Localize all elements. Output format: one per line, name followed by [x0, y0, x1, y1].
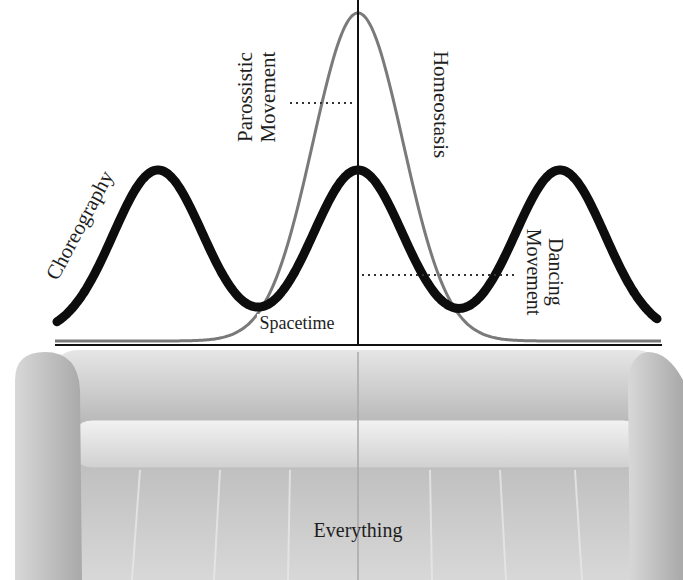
dotted-level — [290, 102, 354, 104]
curve-label: Dancing Movement — [523, 222, 567, 322]
sofa-base — [60, 455, 650, 580]
sofa-arm — [628, 352, 683, 580]
axis-label: Spacetime — [257, 314, 338, 334]
sofa-seam — [357, 352, 359, 580]
axes — [55, 0, 662, 345]
sofa-label: Everything — [314, 519, 403, 541]
y-axis — [357, 0, 359, 345]
sofa-folds — [132, 470, 582, 580]
sofa-arm — [15, 352, 82, 580]
curve-label: Parossistic Movement — [234, 38, 280, 156]
sofa-illustration — [15, 350, 683, 580]
curve-label: Choreography — [42, 168, 119, 285]
sofa-backrest — [48, 350, 666, 428]
dotted-level — [362, 274, 514, 276]
curve-label: Homeostasis — [429, 51, 452, 158]
